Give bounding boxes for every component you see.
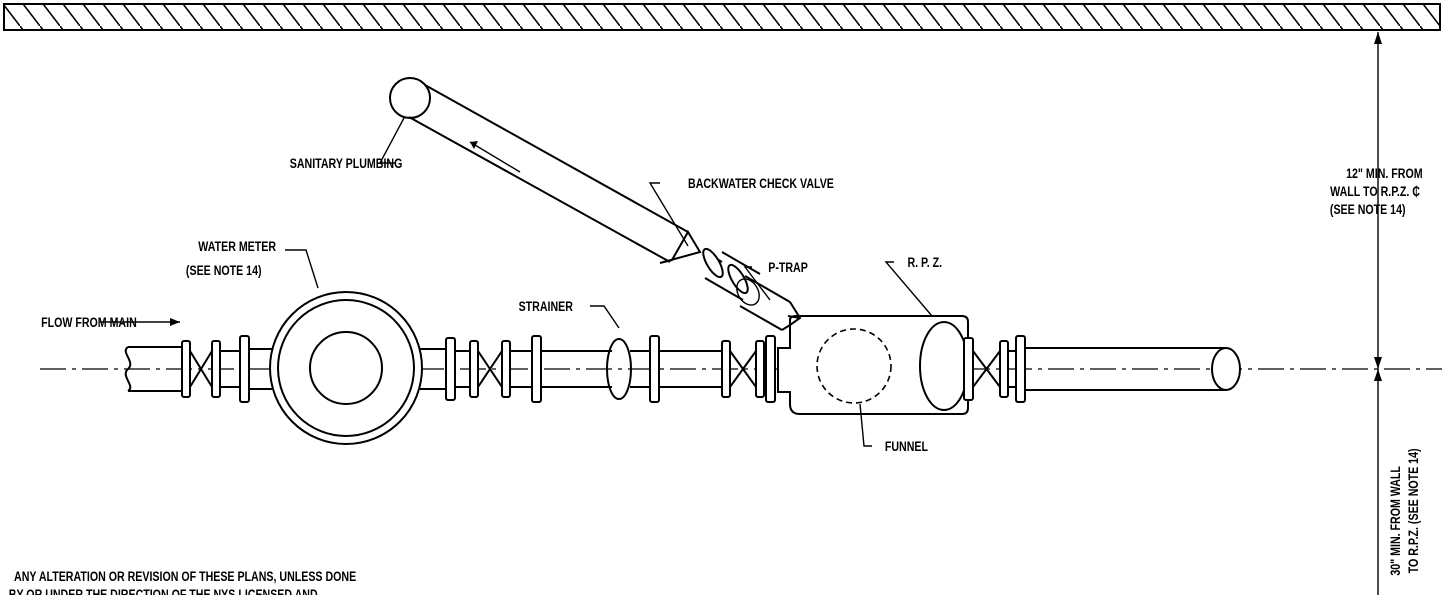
inlet-pipe — [124, 346, 182, 392]
water-meter — [249, 291, 446, 445]
label-wall-dim-1: 12" MIN. FROM — [1346, 166, 1423, 182]
label-rpz: R. P. Z. — [907, 255, 942, 271]
wall — [3, 3, 1441, 31]
vertical-dimension-labels: 30" MIN. FROM WALL TO R.P.Z. (SEE NOTE 1… — [1388, 448, 1422, 575]
note-line-1: ANY ALTERATION OR REVISION OF THESE PLAN… — [14, 569, 356, 585]
label-flow-from-main: FLOW FROM MAIN — [41, 315, 137, 331]
label-funnel: FUNNEL — [885, 439, 928, 455]
rpz-assembly — [777, 315, 1026, 415]
label-vert-dim-2: TO R.P.Z. (SEE NOTE 14) — [1406, 448, 1422, 573]
meter-outlet-valve — [445, 335, 542, 403]
outlet-pipe — [1025, 347, 1241, 391]
label-backwater-check-valve: BACKWATER CHECK VALVE — [688, 176, 834, 192]
label-wall-dim-2: WALL TO R.P.Z. ₵ — [1330, 184, 1420, 200]
label-water-meter: WATER METER — [198, 239, 276, 255]
inlet-gate-valve — [181, 335, 250, 403]
label-p-trap: P-TRAP — [768, 260, 808, 276]
label-strainer: STRAINER — [519, 299, 573, 315]
label-sanitary-plumbing: SANITARY PLUMBING — [290, 156, 403, 172]
label-water-meter-note: (SEE NOTE 14) — [186, 263, 262, 279]
note-line-2: BY OR UNDER THE DIRECTION OF THE NYS LIC… — [9, 587, 318, 595]
label-wall-dim-3: (SEE NOTE 14) — [1330, 202, 1406, 218]
rpz-inlet-valve — [721, 335, 776, 403]
drain-line — [389, 77, 802, 331]
leaders — [100, 117, 933, 447]
dimension-lines — [1374, 32, 1382, 595]
strainer — [541, 335, 722, 403]
label-vert-dim-1: 30" MIN. FROM WALL — [1388, 466, 1404, 576]
